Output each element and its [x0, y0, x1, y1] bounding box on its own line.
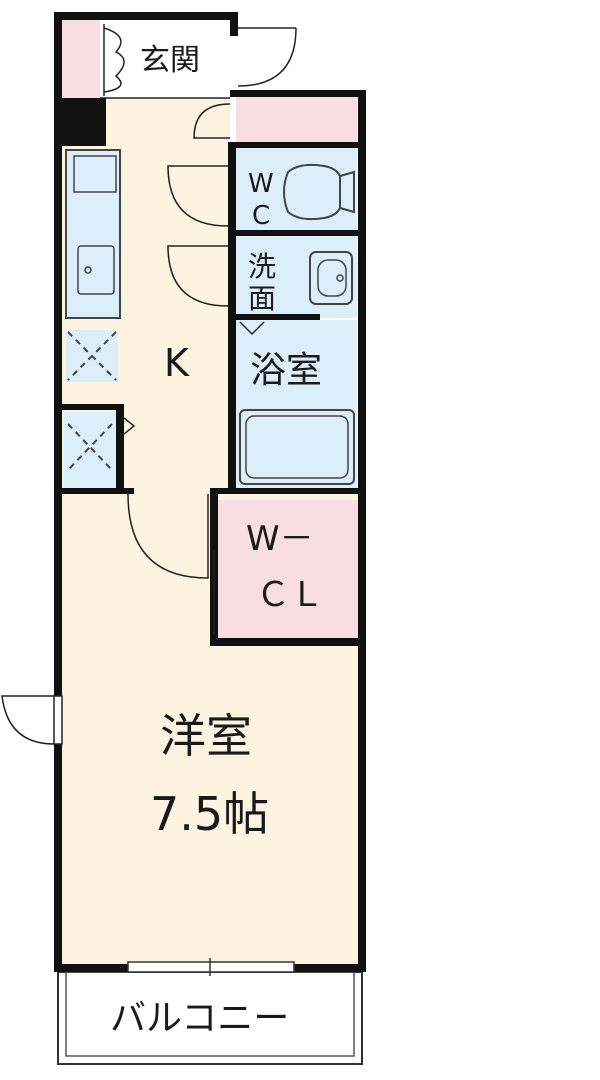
wc-label-bottom: C	[252, 201, 270, 231]
senmen-door	[167, 245, 229, 307]
bathtub	[239, 409, 355, 485]
wcl-floor	[218, 500, 358, 638]
senmen-label-top: 洗	[248, 250, 276, 283]
room-door	[127, 493, 209, 579]
balcony-label: バルコニー	[110, 998, 289, 1039]
fridge-space-mark	[67, 331, 117, 381]
washbasin-bowl	[317, 259, 347, 297]
bathtub-inner	[245, 415, 349, 479]
wcl-label-bottom: ＣＬ	[256, 575, 324, 615]
genkan-cabinet-arc	[103, 27, 125, 93]
kitchen-sink	[77, 245, 115, 295]
washbasin	[309, 251, 353, 305]
side-window-door	[1, 695, 55, 745]
walls	[54, 12, 366, 972]
entry-pink-area	[62, 20, 100, 98]
kitchen-counter	[65, 149, 121, 319]
bath-door	[239, 321, 265, 336]
doors	[1, 24, 297, 745]
shoe-storage-door	[193, 103, 231, 139]
entrance-door	[237, 27, 297, 87]
youshitsu-label: 洋室	[160, 709, 252, 763]
kitchen-label: K	[164, 341, 190, 385]
youshitsu-size-label: 7.5帖	[150, 787, 269, 841]
bath-label: 浴室	[250, 350, 322, 391]
toilet-fixture	[283, 163, 355, 221]
kitchen-stove-top	[73, 155, 117, 193]
washbasin-drain	[336, 274, 344, 282]
wc-door	[167, 165, 229, 227]
genkan-label: 玄関	[140, 43, 200, 78]
wc-label-top: W	[248, 169, 274, 199]
sink-drain	[84, 266, 92, 274]
balcony-window	[127, 958, 295, 976]
senmen-label-bottom: 面	[248, 282, 276, 315]
washer-space	[64, 412, 118, 488]
genkan-floor	[100, 20, 232, 98]
shoe-storage	[236, 97, 357, 142]
washer-door	[123, 417, 136, 435]
wcl-label-top: W－	[246, 519, 314, 559]
balcony-outline	[57, 971, 363, 1065]
